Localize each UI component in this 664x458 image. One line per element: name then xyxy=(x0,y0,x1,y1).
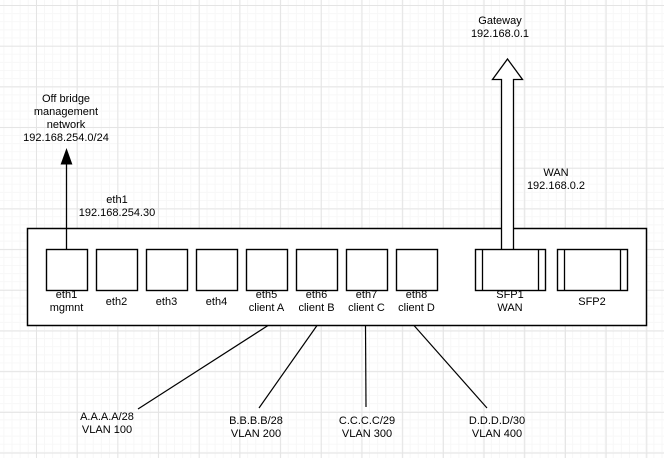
management-arrowhead-icon xyxy=(60,148,73,165)
vlan200-label: B.B.B.B/28 VLAN 200 xyxy=(229,415,283,440)
port-label-eth2: eth2 xyxy=(105,295,128,308)
vlan400-connector xyxy=(413,325,488,409)
port-label-eth7: eth7 client C xyxy=(348,289,385,314)
port-eth3 xyxy=(145,248,189,292)
vlan100-connector xyxy=(137,324,269,410)
port-eth6 xyxy=(295,248,339,292)
port-label-eth1: eth1 mgmnt xyxy=(49,289,84,314)
vlan100-label: A.A.A.A/28 VLAN 100 xyxy=(80,411,134,436)
gateway-label: Gateway 192.168.0.1 xyxy=(470,15,530,40)
port-eth4 xyxy=(195,248,239,292)
port-label-sfp1: SFP1 WAN xyxy=(496,289,524,314)
port-label-eth6: eth6 client B xyxy=(298,289,335,314)
port-eth2 xyxy=(95,248,139,292)
vlan200-connector xyxy=(258,325,318,409)
port-eth8 xyxy=(395,248,439,292)
management-network-label: Off bridge management network 192.168.25… xyxy=(23,93,109,144)
port-eth7 xyxy=(345,248,389,292)
gateway-arrow xyxy=(491,57,524,251)
port-label-eth3: eth3 xyxy=(155,295,178,308)
port-label-sfp2: SFP2 xyxy=(578,295,606,308)
wan-ip-label: WAN 192.168.0.2 xyxy=(526,167,586,192)
vlan300-connector xyxy=(364,325,367,408)
port-eth5 xyxy=(245,248,289,292)
eth1-ip-label: eth1 192.168.254.30 xyxy=(78,194,156,219)
port-label-eth5: eth5 client A xyxy=(248,289,285,314)
port-label-eth4: eth4 xyxy=(205,295,228,308)
vlan400-label: D.D.D.D/30 VLAN 400 xyxy=(468,415,526,440)
vlan300-label: C.C.C.C/29 VLAN 300 xyxy=(338,415,396,440)
port-sfp2 xyxy=(556,248,629,292)
port-eth1 xyxy=(45,248,89,292)
port-label-eth8: eth8 client D xyxy=(398,289,435,314)
port-sfp1 xyxy=(474,248,547,292)
